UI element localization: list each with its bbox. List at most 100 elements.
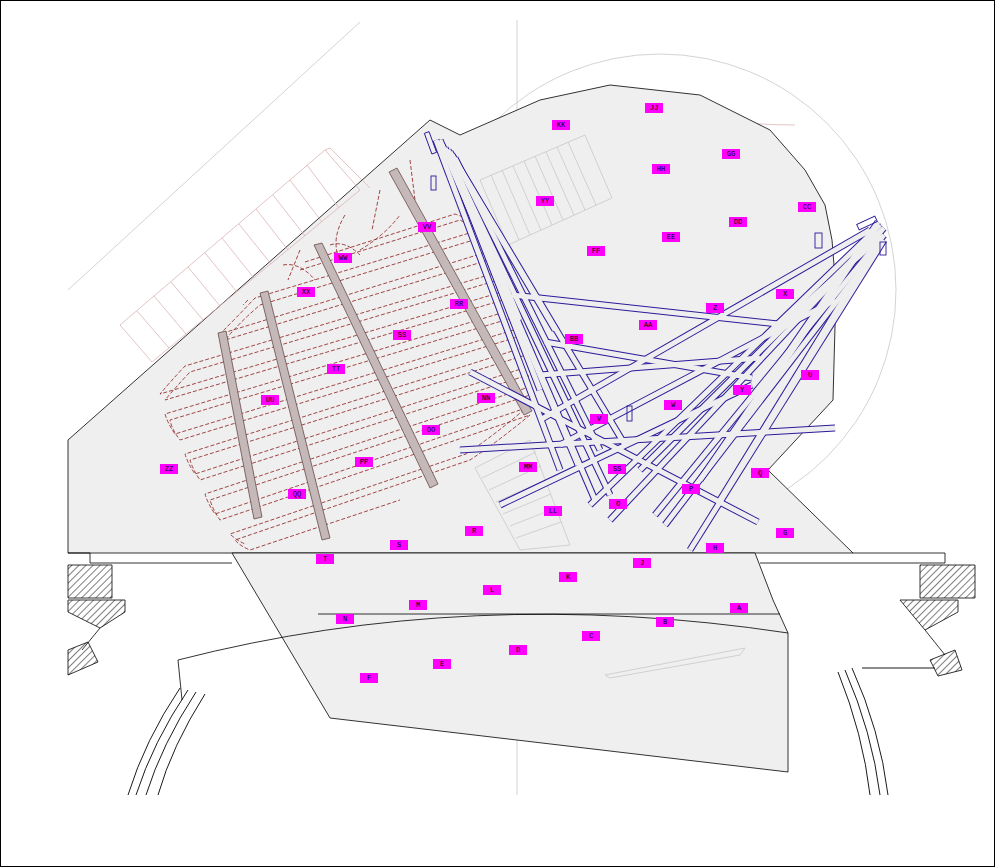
area-code: L (486, 586, 498, 594)
area-label: GG (722, 149, 740, 159)
area-label: PP (355, 457, 373, 467)
area-label: B (656, 617, 674, 627)
area-code: FF (590, 247, 602, 255)
area-label: U (801, 370, 819, 380)
area-code: GG (725, 150, 737, 158)
area-label: UU (261, 395, 279, 405)
stairs-left (120, 148, 370, 362)
area-code: R (468, 527, 480, 535)
area-code: U (804, 371, 816, 379)
area-label: L (483, 585, 501, 595)
area-code: YY (539, 197, 551, 205)
area-code: WW (337, 254, 349, 262)
area-code: J (636, 559, 648, 567)
stage-lines (68, 553, 945, 700)
area-label: JJ (645, 103, 663, 113)
fixtures (424, 132, 886, 421)
area-code: XX (300, 288, 312, 296)
area-label: KK (552, 120, 570, 130)
seating-arcs (128, 668, 935, 795)
area-label: CC (798, 202, 816, 212)
area-code: AA (642, 321, 654, 329)
area-label: A (730, 603, 748, 613)
area-label: BB (565, 334, 583, 344)
area-code: O (612, 500, 624, 508)
area-code: EE (665, 233, 677, 241)
area-code: B (659, 618, 671, 626)
area-code: BB (568, 335, 580, 343)
area-code: LL (547, 507, 559, 515)
area-code: HH (655, 165, 667, 173)
area-code: NN (480, 394, 492, 402)
area-code: VV (421, 223, 433, 231)
area-label: X (776, 289, 794, 299)
area-code: MM (522, 463, 534, 471)
area-code: H (709, 544, 721, 552)
area-label: DD (729, 217, 747, 227)
area-code: S (393, 541, 405, 549)
area-label: F (360, 673, 378, 683)
area-code: KK (555, 121, 567, 129)
area-code: P (685, 485, 697, 493)
area-code: V (593, 415, 605, 423)
area-label: Y (733, 385, 751, 395)
area-code: JJ (648, 104, 660, 112)
area-label: N (336, 614, 354, 624)
area-label: YY (536, 196, 554, 206)
area-label: LL (544, 506, 562, 516)
area-label: D (509, 645, 527, 655)
area-label: NN (477, 393, 495, 403)
area-label: AA (639, 320, 657, 330)
area-code: DD (732, 218, 744, 226)
area-label: RR (450, 299, 468, 309)
area-label: K (559, 572, 577, 582)
area-code: Y (736, 386, 748, 394)
area-code: SS (396, 331, 408, 339)
area-label: C (582, 631, 600, 641)
area-label: SS (393, 330, 411, 340)
area-code: K (562, 573, 574, 581)
area-label: W (664, 400, 682, 410)
area-label: HH (652, 164, 670, 174)
area-code: N (339, 615, 351, 623)
wall-hatch (68, 565, 975, 676)
area-code: Q (754, 469, 766, 477)
area-label: WW (334, 253, 352, 263)
area-code: C (585, 632, 597, 640)
area-label: M (409, 600, 427, 610)
area-code: T (319, 555, 331, 563)
area-label: Q (751, 468, 769, 478)
guide-lines (68, 20, 896, 795)
area-label: OO (422, 425, 440, 435)
area-label: R (465, 526, 483, 536)
light-beams-fill (436, 140, 884, 550)
area-label: MM (519, 462, 537, 472)
area-code: UU (264, 396, 276, 404)
light-beams (436, 140, 884, 550)
area-label: VV (418, 222, 436, 232)
area-code: M (412, 601, 424, 609)
area-code: E (436, 660, 448, 668)
area-label: QQ (288, 489, 306, 499)
area-code: QQ (291, 490, 303, 498)
area-label: S (390, 540, 408, 550)
area-code: RR (453, 300, 465, 308)
area-label: H (706, 543, 724, 553)
area-label: V (590, 414, 608, 424)
area-code: F (363, 674, 375, 682)
area-label: E (433, 659, 451, 669)
area-label: FF (587, 246, 605, 256)
area-code: PP (358, 458, 370, 466)
area-code: X (779, 290, 791, 298)
area-code: SS (611, 465, 623, 473)
area-code: D (512, 646, 524, 654)
area-label: XX (297, 287, 315, 297)
area-label: ZZ (160, 464, 178, 474)
area-label: O (609, 499, 627, 509)
area-label: P (682, 484, 700, 494)
area-code: Z (709, 304, 721, 312)
wall-braces (82, 628, 945, 655)
lower-floor (232, 553, 788, 772)
area-code: ZZ (163, 465, 175, 473)
